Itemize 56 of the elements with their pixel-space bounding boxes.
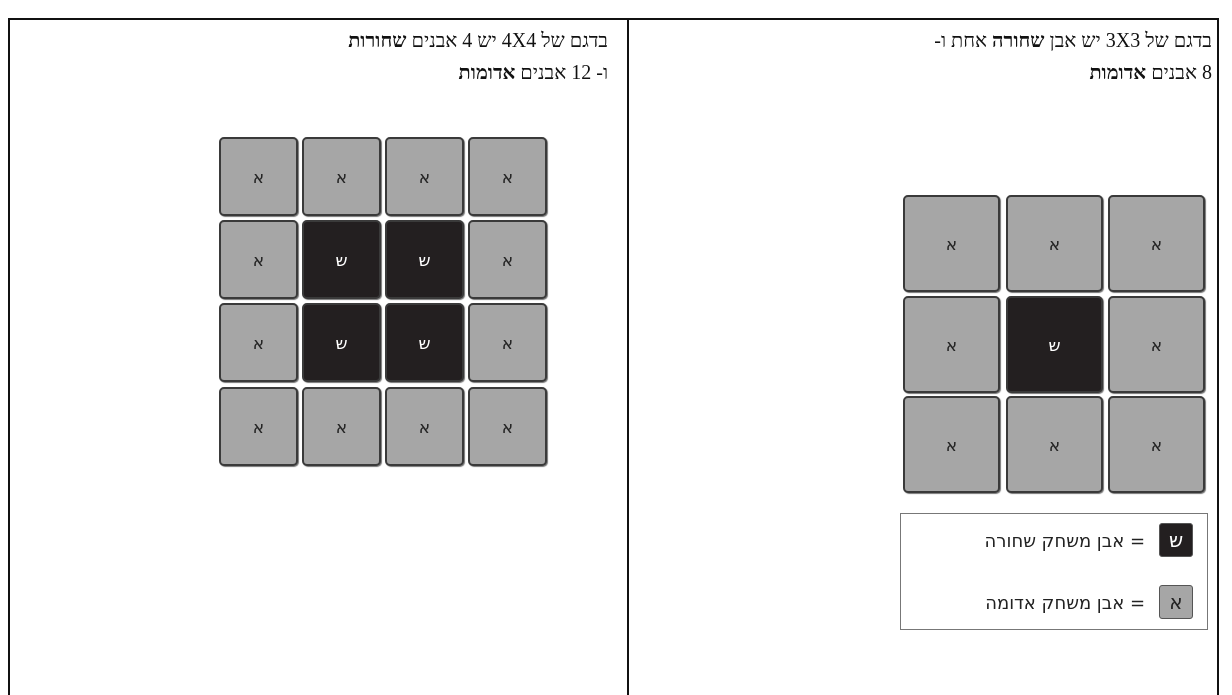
tile-letter: א bbox=[945, 434, 958, 455]
game-tile bbox=[1108, 396, 1205, 493]
swatch-letter: ש bbox=[1168, 528, 1184, 552]
game-tile bbox=[302, 220, 381, 299]
game-tile bbox=[1006, 195, 1103, 292]
game-tile bbox=[1006, 296, 1103, 393]
game-tile bbox=[1108, 195, 1205, 292]
tile-letter: א bbox=[418, 416, 431, 437]
game-tile bbox=[1006, 396, 1103, 493]
game-tile bbox=[385, 220, 464, 299]
tile-letter: א bbox=[252, 416, 265, 437]
legend-text: = אבן משחק שחורה bbox=[984, 529, 1145, 551]
tile-letter: ש bbox=[335, 249, 348, 270]
tile-letter: א bbox=[335, 166, 348, 187]
tile-letter: ש bbox=[1048, 334, 1061, 355]
tile-letter: ש bbox=[418, 249, 431, 270]
tile-letter: א bbox=[501, 416, 514, 437]
tile-letter: א bbox=[252, 249, 265, 270]
tile-letter: א bbox=[1150, 334, 1163, 355]
tile-letter: א bbox=[1150, 233, 1163, 254]
game-tile bbox=[219, 387, 298, 466]
tile-letter: א bbox=[252, 332, 265, 353]
game-tile bbox=[903, 195, 1000, 292]
tile-letter: א bbox=[335, 416, 348, 437]
cell-heading: בדגם של 4X4 יש 4 אבנים שחורות ו- 12 אבנים אדומות bbox=[347, 28, 608, 85]
game-tile bbox=[385, 137, 464, 216]
game-tile bbox=[219, 303, 298, 382]
game-tile bbox=[468, 303, 547, 382]
tile-letter: א bbox=[501, 249, 514, 270]
game-tile bbox=[468, 137, 547, 216]
game-tile bbox=[302, 137, 381, 216]
tile-letter: א bbox=[418, 166, 431, 187]
legend-text: = אבן משחק אדומה bbox=[985, 591, 1145, 613]
game-tile bbox=[385, 303, 464, 382]
game-tile bbox=[302, 303, 381, 382]
tile-letter: א bbox=[945, 334, 958, 355]
tile-letter: א bbox=[945, 233, 958, 254]
game-tile bbox=[903, 296, 1000, 393]
game-tile bbox=[219, 137, 298, 216]
game-tile bbox=[468, 220, 547, 299]
tile-letter: ש bbox=[335, 332, 348, 353]
tile-letter: א bbox=[1048, 434, 1061, 455]
game-tile bbox=[219, 220, 298, 299]
tile-letter: א bbox=[501, 332, 514, 353]
cell-heading: בדגם של 3X3 יש אבן שחורה אחת ו- 8 אבנים אדומות bbox=[933, 28, 1212, 85]
tile-letter: א bbox=[501, 166, 514, 187]
tile-letter: א bbox=[252, 166, 265, 187]
game-tile bbox=[903, 396, 1000, 493]
game-tile bbox=[385, 387, 464, 466]
game-tile bbox=[302, 387, 381, 466]
tile-letter: ש bbox=[418, 332, 431, 353]
swatch-letter: א bbox=[1169, 590, 1183, 614]
tile-letter: א bbox=[1048, 233, 1061, 254]
tile-letter: א bbox=[1150, 434, 1163, 455]
game-tile bbox=[1108, 296, 1205, 393]
game-tile bbox=[468, 387, 547, 466]
